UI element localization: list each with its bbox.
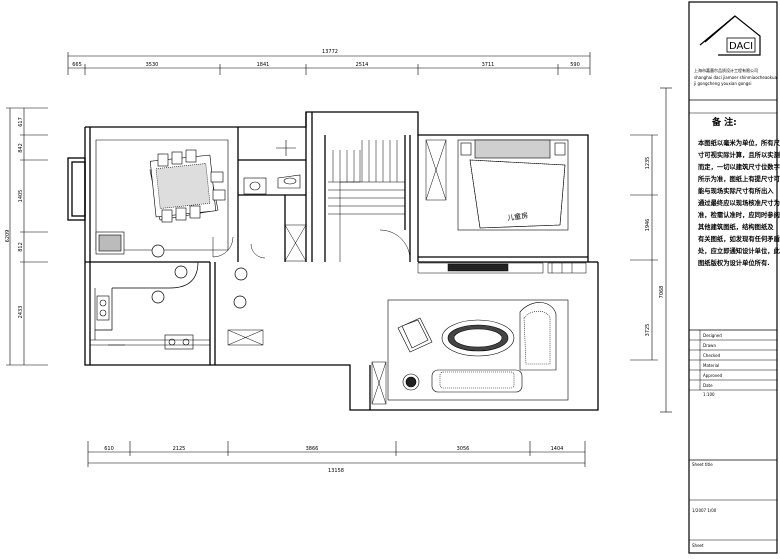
- field-drawn: Drawn: [703, 343, 716, 348]
- storage-cabinets: [227, 139, 447, 405]
- notes-line: 处，应立即通知设计单位，此: [697, 246, 780, 255]
- bottom-dim-3: 3866: [306, 446, 319, 452]
- top-dim-3: 1841: [257, 62, 270, 68]
- notes-title: 备 注:: [711, 116, 737, 128]
- top-dim-5: 3711: [482, 62, 495, 68]
- company-name-cn: 上海市嘉墨尔品质设计工程有限公司: [694, 67, 758, 73]
- bottom-total-dim: 13158: [328, 468, 344, 474]
- left-dim-3: 1405: [18, 190, 24, 203]
- notes-line: 能与现场实际尺寸有所出入: [698, 186, 774, 195]
- notes-line: 本图纸以毫米为单位，所有尺: [697, 138, 780, 147]
- top-dim-4: 2514: [356, 62, 369, 68]
- notes-line: 准，检需认准时，应同时参阅: [698, 210, 780, 219]
- top-total-dim: 13772: [322, 49, 338, 55]
- company-logo-text: DACI: [729, 41, 753, 52]
- bottom-dim-1: 610: [104, 446, 114, 452]
- walls: [67, 111, 599, 411]
- notes-line: 寸可视实际计算，且所以实测量: [698, 150, 780, 159]
- field-material: Material: [703, 363, 719, 368]
- notes-line: 通过最终应以现场核准尺寸为: [698, 198, 780, 207]
- bottom-dim-5: 1404: [551, 446, 564, 452]
- right-dim-3: 3725: [645, 324, 651, 337]
- sheet-number-label: Sheet: [692, 543, 704, 548]
- bar-counter: [95, 261, 199, 331]
- drawing-number: 1/2007 1/00: [692, 508, 717, 513]
- bathroom-fixtures: [243, 140, 301, 195]
- field-designed: Designed: [703, 333, 722, 338]
- notes-line: 所示为准，图纸上有提尺寸可: [698, 174, 780, 183]
- bed: [457, 139, 569, 231]
- notes-line: 有关图纸，如发现有任何矛盾: [698, 234, 780, 243]
- right-total-dim: 7068: [659, 286, 665, 299]
- sheet-title-label: Sheet title: [692, 462, 713, 467]
- left-dimension-chain: [6, 107, 48, 366]
- right-dimension-chain: [630, 87, 672, 413]
- dining-chairs: [157, 149, 226, 223]
- notes-line: 图纸版权为设计单位所有.: [698, 258, 770, 267]
- notes-line: 其他建筑图纸，结构图纸及: [698, 222, 774, 231]
- living-room-furniture: [387, 299, 569, 401]
- tv-cabinet: [417, 262, 587, 274]
- title-block: [688, 1, 778, 554]
- left-dim-2: 842: [18, 143, 24, 153]
- kitchen-counter: [90, 288, 210, 350]
- door-swings: [212, 236, 266, 259]
- notes-block: 本图纸以毫米为单位，所有尺 寸可视实际计算，且所以实测量 而定，一切以建筑尺寸位…: [697, 138, 780, 267]
- left-dim-1: 617: [18, 117, 24, 127]
- bottom-dim-4: 3056: [457, 446, 470, 452]
- left-total-dim: 6209: [5, 230, 11, 243]
- top-dim-6: 590: [570, 62, 580, 68]
- sideboard: [95, 231, 125, 255]
- bottom-dimension-chain: [87, 441, 586, 467]
- bar-stools: [151, 244, 248, 309]
- scale-text: 1:100: [703, 392, 715, 397]
- right-dim-1: 1235: [645, 157, 651, 170]
- left-dim-5: 2433: [18, 306, 24, 319]
- left-dim-4: 812: [18, 242, 24, 252]
- notes-line: 而定，一切以建筑尺寸位数字: [698, 162, 780, 171]
- staircase: [328, 140, 411, 263]
- company-name-en-1: shanghai daci jiamoer shinmiaocheaokua: [694, 75, 777, 80]
- dining-table: [95, 139, 229, 251]
- top-dim-2: 3530: [146, 62, 159, 68]
- company-name-en-2: ji gongcheng youxian gongsi: [693, 81, 751, 86]
- title-block-fields: Designed Drawn Checked Material Approved…: [703, 333, 723, 388]
- top-dim-1: 665: [72, 62, 82, 68]
- field-checked: Checked: [703, 353, 721, 358]
- bedroom-label: 儿童房: [507, 211, 529, 223]
- field-date: Date: [703, 383, 713, 388]
- right-dim-2: 1946: [645, 219, 651, 232]
- field-approved: Approved: [703, 373, 723, 378]
- top-dimension-chain: [67, 52, 591, 75]
- bottom-dim-2: 2125: [173, 446, 186, 452]
